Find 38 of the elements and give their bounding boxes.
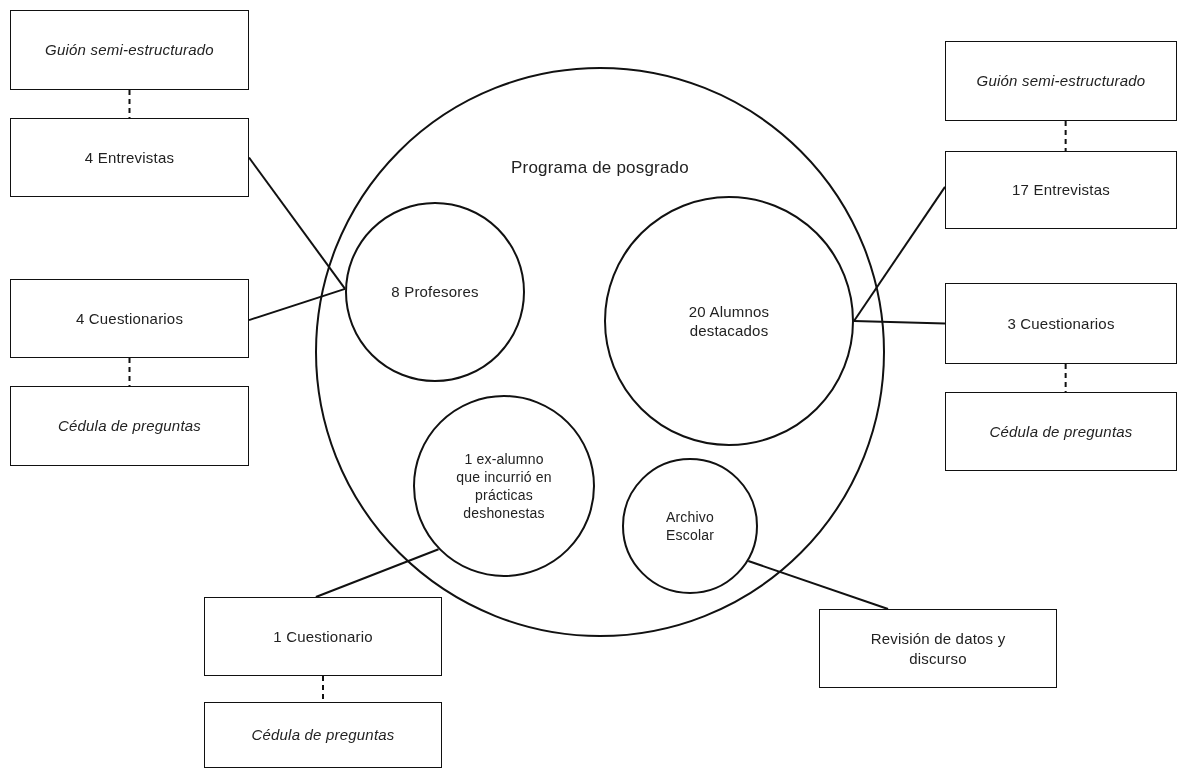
method-box [945, 151, 1177, 229]
method-box [945, 283, 1177, 364]
connector-line [853, 185, 946, 322]
node-label: Guión semi-estructurado [45, 40, 214, 60]
group-circle [604, 196, 854, 446]
node-label: Cédula de preguntas [251, 725, 395, 745]
method-box [204, 597, 442, 676]
method-box [10, 10, 249, 90]
group-circle [345, 202, 525, 382]
method-box [10, 118, 249, 197]
method-box [819, 609, 1057, 688]
node-label: Cédula de preguntas [57, 416, 202, 436]
connector-line [248, 156, 347, 290]
node-label: 17 Entrevistas [1012, 180, 1110, 200]
node-label: 1 ex-alumno que incurrió en prácticas deshonestas [455, 449, 553, 523]
node-label: 3 Cuestionarios [1007, 313, 1115, 334]
method-box [204, 702, 442, 768]
group-circle [413, 395, 595, 577]
node-label: Guión semi-estructurado [976, 71, 1146, 91]
method-box [10, 279, 249, 358]
node-label: Cédula de preguntas [989, 421, 1133, 442]
connector-line [314, 548, 440, 598]
connector-line [248, 287, 347, 322]
node-label: 4 Cuestionarios [75, 308, 184, 329]
node-label: 8 Profesores [391, 282, 479, 302]
group-circle [622, 458, 758, 594]
connector-line [747, 560, 889, 610]
node-label: 20 Alumnos destacados [687, 301, 771, 341]
method-box [945, 41, 1177, 121]
method-box [945, 392, 1177, 471]
dashed-connector [1064, 120, 1067, 152]
node-label: 1 Cuestionario [273, 626, 373, 647]
connector-line [853, 320, 946, 325]
node-label: Revisión de datos y discurso [869, 629, 1007, 668]
node-label: Programa de posgrado [511, 157, 689, 179]
node-label: 4 Entrevistas [84, 147, 175, 168]
node-label: Archivo Escolar [664, 507, 716, 545]
method-box [10, 386, 249, 466]
